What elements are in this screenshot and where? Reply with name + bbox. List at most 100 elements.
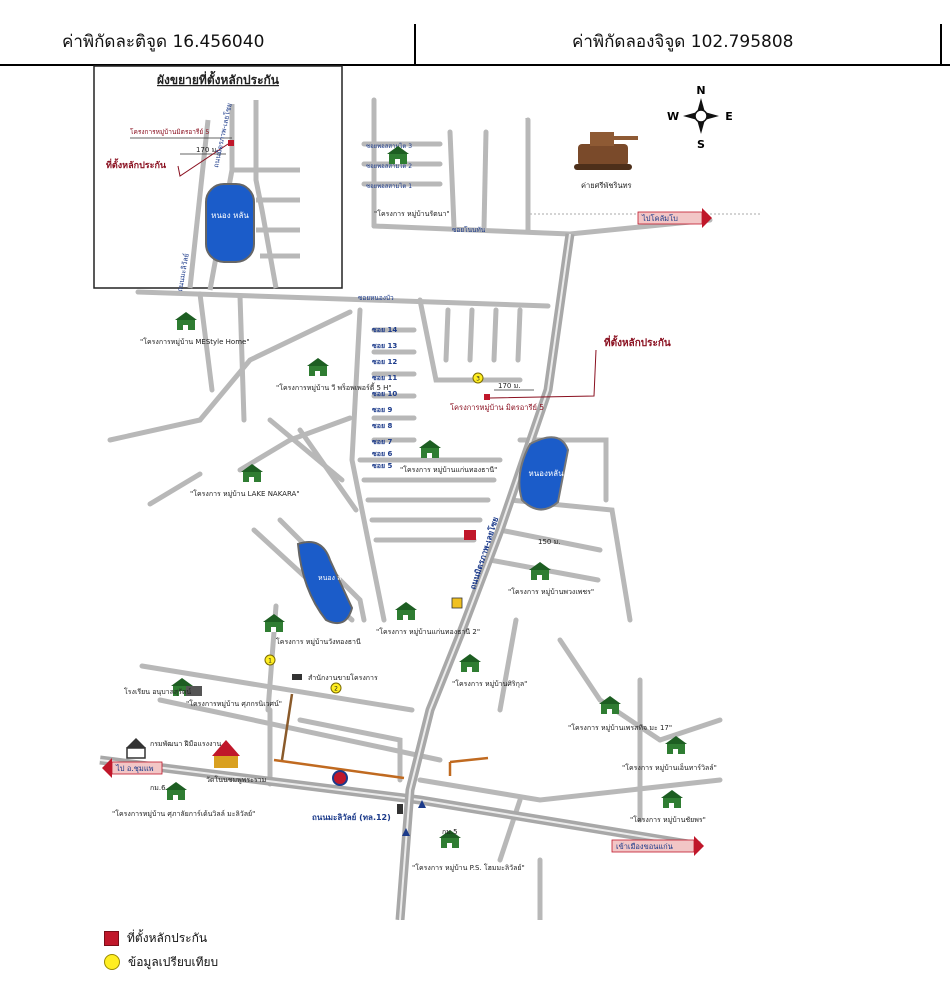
soi-number-label: ซอย 10 <box>372 390 397 398</box>
compass-e: E <box>725 110 733 123</box>
legend: ที่ตั้งหลักประกัน ข้อมูลเปรียบเทียบ <box>104 930 218 978</box>
inset-collateral-label: ที่ตั้งหลักประกัน <box>106 158 167 171</box>
inset-collateral-marker <box>228 140 234 146</box>
soi-number-label: ซอย 8 <box>372 422 392 430</box>
soi-number-labels: ซอย 14 ซอย 13 ซอย 12 ซอย 11 ซอย 10 ซอย 9… <box>372 326 397 470</box>
junction-icon <box>397 804 403 814</box>
collateral-label: ที่ตั้งหลักประกัน <box>604 335 671 349</box>
projects: "โครงการ หมู่บ้านรัตนา" "โครงการหมู่บ้าน… <box>112 146 717 872</box>
soi-number-label: ซอย 5 <box>372 462 392 470</box>
house-icon <box>419 440 441 458</box>
house-icon <box>263 614 285 632</box>
soi-number-label: ซอย 7 <box>372 438 392 446</box>
inset-title: ผังขยายที่ตั้งหลักประกัน <box>157 70 280 87</box>
comparable-marker <box>330 682 342 694</box>
soi-number-label: ซอย 13 <box>372 342 397 350</box>
compass-n: N <box>696 84 705 97</box>
inset-lake <box>205 183 255 263</box>
lake-main-label: หนองหลัน <box>528 469 564 478</box>
school-label: โรงเรียน อนุบาลสุรัตน์ <box>124 687 191 696</box>
project-label: โครงการ หมู่บ้านวังทองธานี <box>276 637 361 646</box>
soi-number-label: ซอย 14 <box>372 326 397 334</box>
project-label: "โครงการ หมู่บ้านแก่นทองธานี 2" <box>376 627 480 636</box>
inset-distance: 170 ม. <box>196 146 218 154</box>
compass-s: S <box>697 138 705 151</box>
project-label: "โครงการหมู่บ้าน MEStyle Home" <box>140 337 250 346</box>
inset-lake-label: หนอง หลัน <box>211 211 249 220</box>
monument-icon <box>332 770 348 786</box>
house-icon <box>165 782 187 800</box>
temple-icon <box>212 740 240 768</box>
house-icon <box>307 358 329 376</box>
comparable-number: 3 <box>476 376 480 383</box>
distance-2-label: 150 ม. <box>538 538 560 546</box>
school-icon <box>186 686 202 696</box>
shop-icon <box>451 597 463 609</box>
project-label: "โครงการ หมู่บ้านพวงเพชร" <box>508 587 594 596</box>
to-khonkaen-arrow: เข้าเมืองขอนแก่น <box>611 836 704 856</box>
header-divider <box>414 24 416 64</box>
gas-station-icon <box>464 530 476 540</box>
project-label: "โครงการ หมู่บ้านเอ็นทาร์วิลล์" <box>622 763 717 772</box>
camp-label: ค่ายศรีพัชรินทร <box>581 181 632 190</box>
dept-skill-label: กรมพัฒนา ฝีมือแรงงาน <box>150 740 221 748</box>
temple-label: วัดโนนชมพูพระราม <box>206 775 266 784</box>
soi-mid-label: ซอยหนองบัว <box>358 294 394 302</box>
inset-project-label: โครงการหมู่บ้านมิตรอารีย์ 5 <box>130 128 209 136</box>
inset-map: ผังขยายที่ตั้งหลักประกัน หนอง หลัน โครงก… <box>93 65 343 292</box>
house-icon <box>175 312 197 330</box>
compass: N S E W <box>667 84 733 151</box>
latitude-label: ค่าพิกัดละติจูด 16.456040 <box>62 32 265 52</box>
comparable-marker <box>264 654 276 666</box>
distance-main-label: 170 ม. <box>498 382 520 390</box>
camp-tank-icon <box>574 132 638 170</box>
project-label: "โครงการหมู่บ้าน วี พร็อพเพอร์ตี้ 5 H" <box>276 381 392 392</box>
triangle-icon <box>402 828 410 836</box>
office-label: สำนักงานขายโครงการ <box>308 673 378 682</box>
location-map: ผังขยายที่ตั้งหลักประกัน หนอง หลัน โครงก… <box>93 65 760 920</box>
collateral-square-icon <box>104 930 119 946</box>
compass-w: W <box>667 110 679 123</box>
collateral-marker <box>484 394 490 400</box>
project-label: "โครงการ หมู่บ้านชัยพร" <box>630 815 706 824</box>
lake-main <box>518 436 570 511</box>
soi-upper-labels: ซอยพอสสามไต 3 ซอยพอสสามไต 2 ซอยพอสสามไต … <box>366 142 412 190</box>
project-label: "โครงการหมู่บ้าน ศุภกรนิเวศน์" <box>186 699 282 708</box>
soi-number-label: ซอย 11 <box>372 374 397 382</box>
soi-number-label: ซอย 12 <box>372 358 397 366</box>
to-chumphae-arrow: ไป อ.ชุมแพ <box>102 758 163 778</box>
lake-second <box>296 541 354 624</box>
soi-number-label: ซอย 9 <box>372 406 392 414</box>
legend-item-comparable: ข้อมูลเปรียบเทียบ <box>104 954 218 970</box>
to-chumphae-label: ไป อ.ชุมแพ <box>115 764 154 773</box>
project-label: "โครงการ หมู่บ้าน LAKE NAKARA" <box>190 489 300 498</box>
comparable-marker <box>472 372 484 384</box>
triangle-icon <box>418 800 426 808</box>
dept-skill-icon <box>126 738 146 759</box>
project-label: "โครงการ หมู่บ้านแก่นทองธานี" <box>400 465 497 474</box>
landmarks: โรงเรียน อนุบาลสุรัตน์ กรมพัฒนา ฝีมือแรง… <box>124 530 476 836</box>
house-icon <box>459 654 481 672</box>
comparables: 1 2 3 <box>264 372 484 694</box>
to-khonkaen-label: เข้าเมืองขอนแก่น <box>616 842 673 851</box>
project-label: "โครงการ หมู่บ้าน P.S. โฮมมะลิวัลย์" <box>412 863 525 872</box>
longitude-label: ค่าพิกัดลองจิจูด 102.795808 <box>572 32 794 52</box>
legend-item-collateral: ที่ตั้งหลักประกัน <box>104 930 218 946</box>
coordinates-header: ค่าพิกัดละติจูด 16.456040 ค่าพิกัดลองจิจ… <box>0 18 950 66</box>
legend-comparable-label: ข้อมูลเปรียบเทียบ <box>128 954 219 969</box>
project-label: "โครงการ หมู่บ้านศิริกุล" <box>452 679 527 688</box>
km5-label: กม.5 <box>442 828 458 836</box>
km6-label: กม.6 <box>150 784 166 792</box>
project-label: "โครงการ หมู่บ้านเพรสทีจ มะ 17" <box>568 723 672 732</box>
house-icon <box>661 790 683 808</box>
header-bottom-border <box>0 64 950 66</box>
comparable-circle-icon <box>104 954 120 970</box>
office-icon <box>292 674 302 680</box>
house-icon <box>529 562 551 580</box>
road-malivan-label: ถนนมะลิวัลย์ (ทล.12) <box>312 812 391 822</box>
lake-second-label: หนอง สาม <box>318 574 350 582</box>
to-nongbualamphu-label: ไปโคลัมโบ <box>641 214 678 223</box>
header-right-border <box>940 24 942 64</box>
soi-top-label: ซอยโนนทัน <box>452 226 486 234</box>
soi-upper-label: ซอยพอสสามไต 3 <box>366 142 412 150</box>
